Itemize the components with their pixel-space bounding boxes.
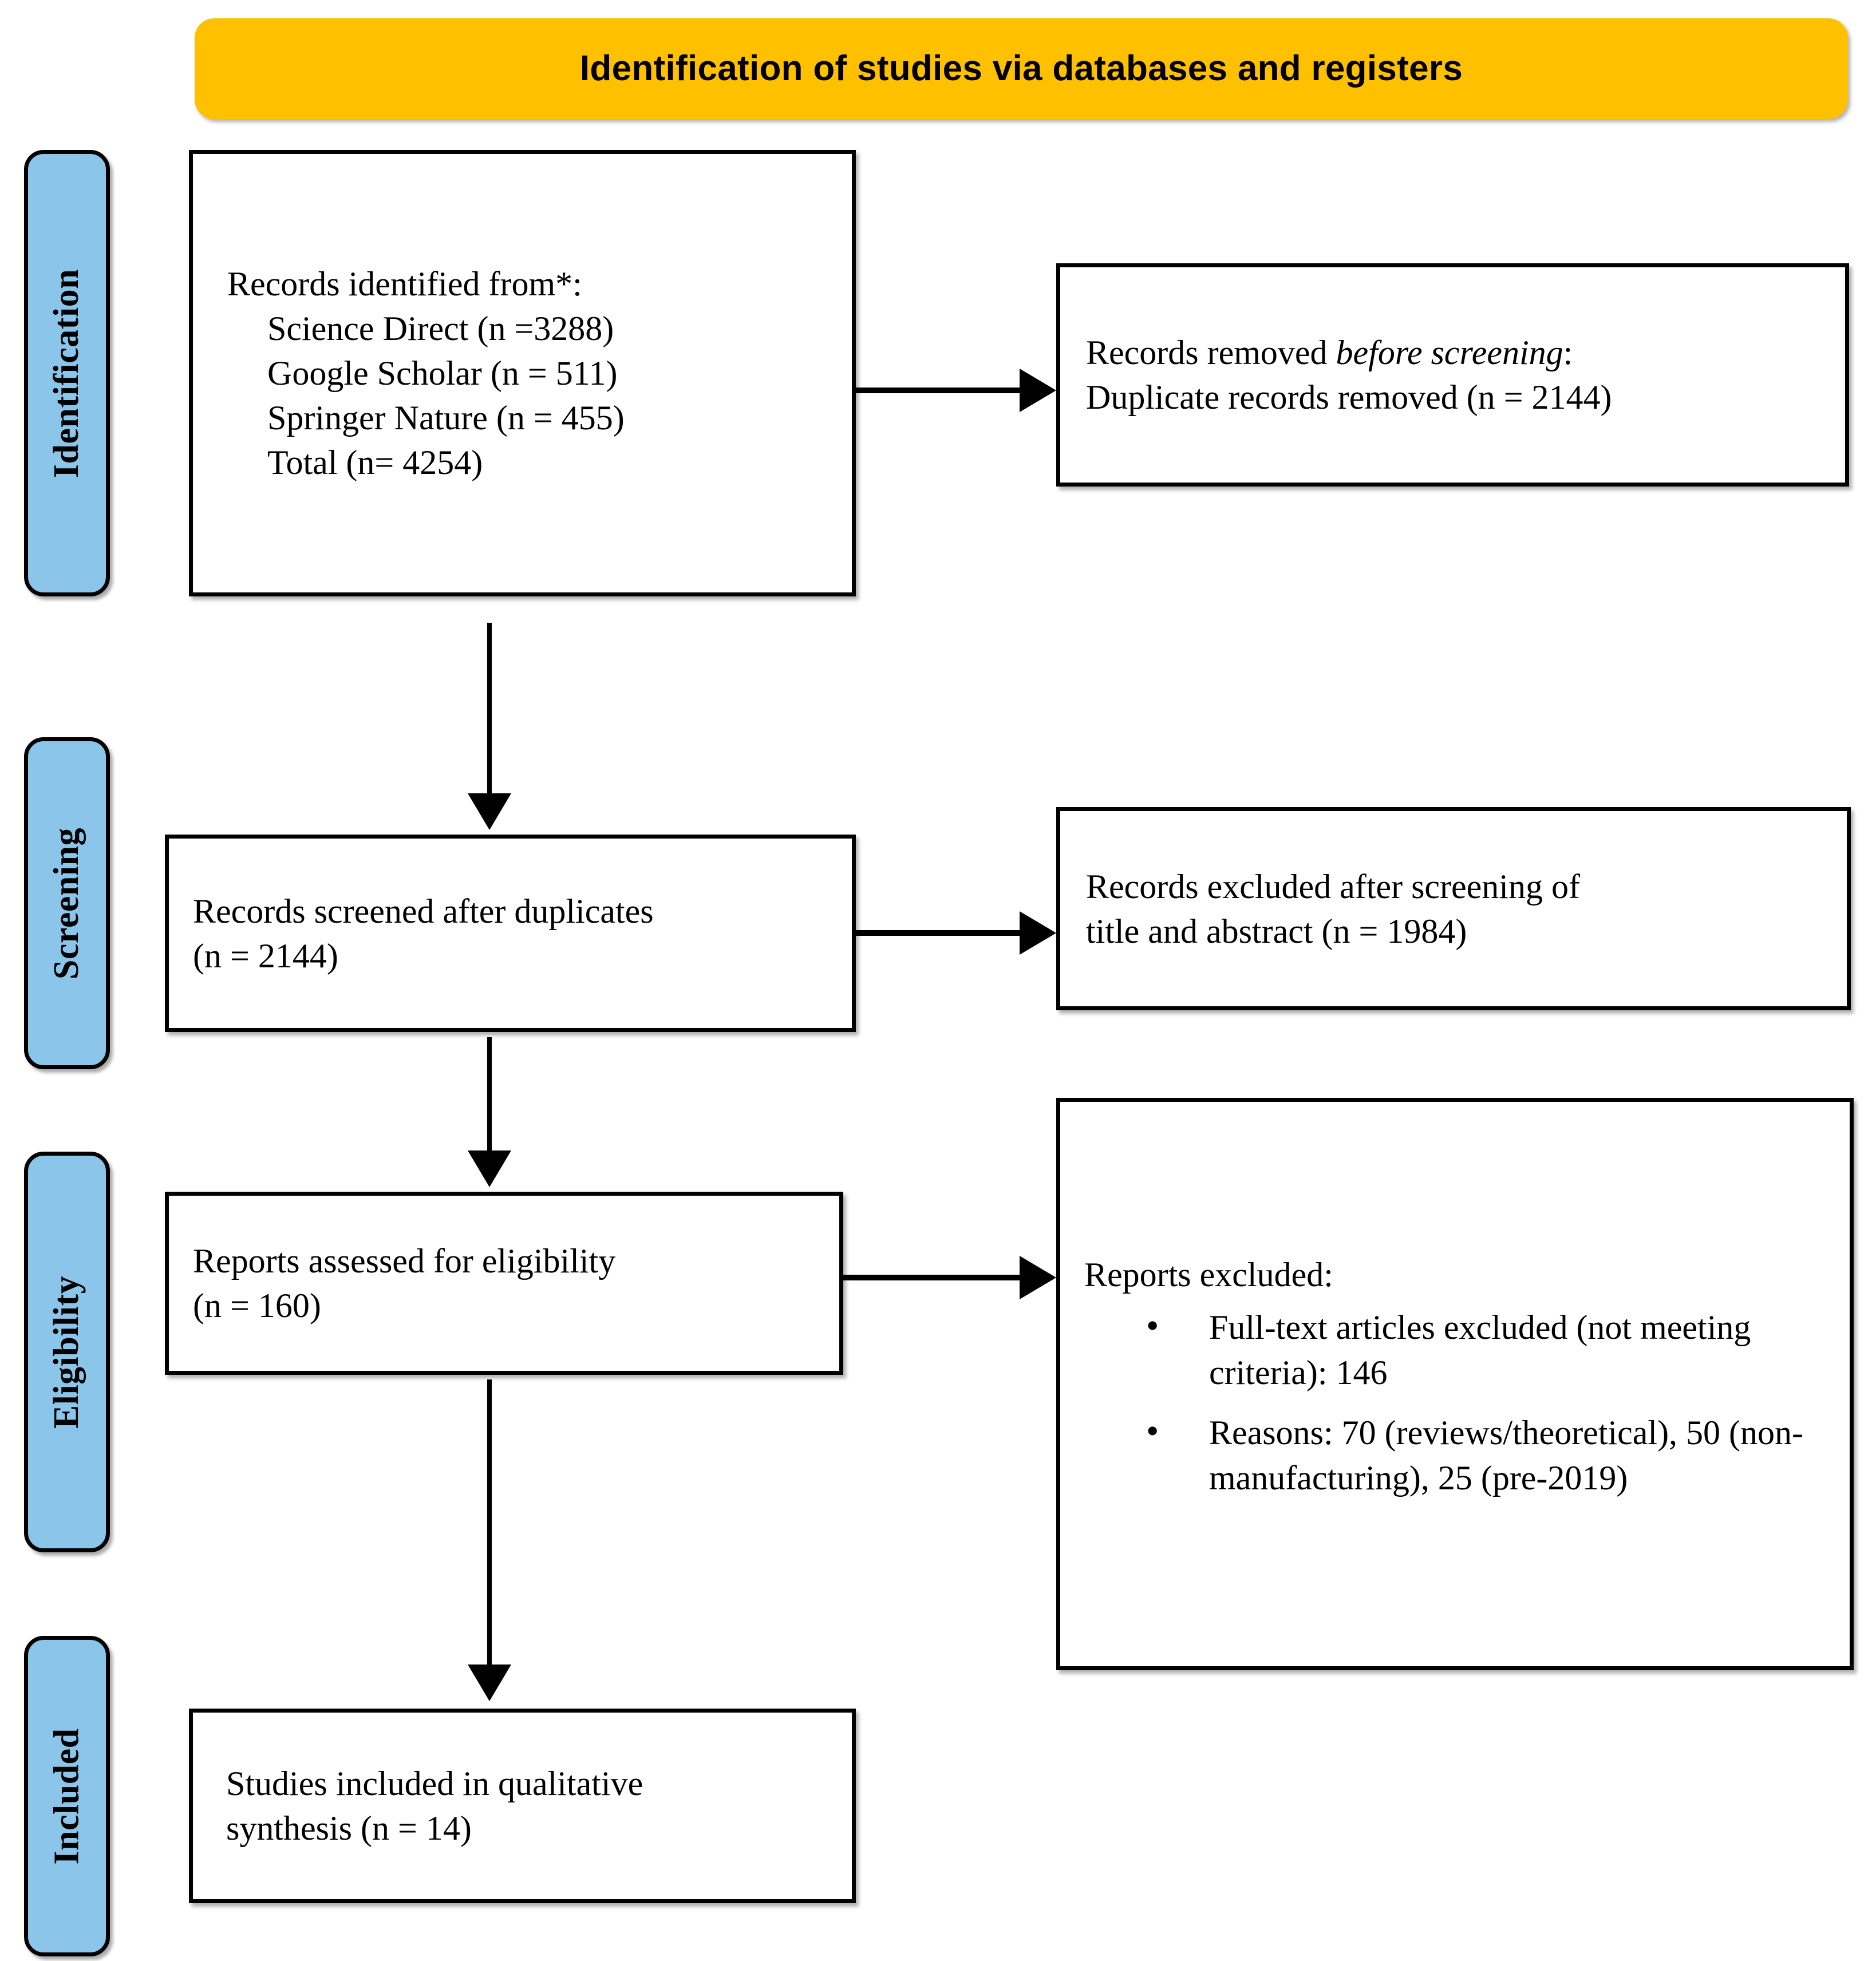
arrow-head — [468, 793, 511, 830]
records-removed-lead: Records removed — [1086, 334, 1336, 371]
box-records-identified: Records identified from*: Science Direct… — [189, 150, 856, 596]
records-identified-source-google-scholar: Google Scholar (n = 511) — [267, 354, 618, 392]
stage-label-screening: Screening — [24, 737, 110, 1069]
box-records-removed: Records removed before screening: Duplic… — [1056, 263, 1849, 487]
records-identified-heading: Records identified from*: — [227, 265, 582, 303]
arrow-head — [1020, 911, 1056, 955]
box-reports-excluded-heading: Reports excluded: — [1084, 1255, 1333, 1294]
reports-assessed-count: (n = 160) — [193, 1287, 321, 1325]
reports-excluded-list: Full-text articles excluded (not meeting… — [1060, 1302, 1850, 1516]
records-excluded-screening-line1: Records excluded after screening of — [1086, 867, 1580, 906]
stage-label-identification: Identification — [24, 150, 110, 596]
box-studies-included-content: Studies included in qualitative synthesi… — [193, 1761, 852, 1851]
diagram-title: Identification of studies via databases … — [579, 48, 1463, 88]
records-removed-emphasis: before screening — [1336, 334, 1563, 371]
arrow-shaft — [843, 1275, 1022, 1280]
records-screened-line1: Records screened after duplicates — [193, 892, 654, 930]
box-records-screened: Records screened after duplicates (n = 2… — [165, 835, 856, 1032]
records-removed-colon: : — [1563, 334, 1573, 371]
box-records-removed-content: Records removed before screening: Duplic… — [1060, 330, 1845, 420]
box-reports-assessed-eligibility: Reports assessed for eligibility (n = 16… — [165, 1192, 843, 1375]
arrow-head — [1020, 1256, 1056, 1299]
list-item: Full-text articles excluded (not meeting… — [1146, 1302, 1827, 1395]
arrow-shaft — [487, 1037, 492, 1152]
records-identified-source-science-direct: Science Direct (n =3288) — [267, 310, 614, 347]
arrow-shaft — [856, 388, 1022, 393]
studies-included-line1: Studies included in qualitative — [226, 1765, 643, 1802]
box-records-excluded-screening: Records excluded after screening of titl… — [1056, 807, 1851, 1010]
box-reports-assessed-eligibility-content: Reports assessed for eligibility (n = 16… — [169, 1239, 839, 1328]
records-excluded-screening-line2: title and abstract (n = 1984) — [1086, 912, 1467, 950]
arrow-head — [468, 1150, 511, 1187]
records-identified-source-springer-nature: Springer Nature (n = 455) — [267, 399, 625, 437]
reports-assessed-line1: Reports assessed for eligibility — [193, 1242, 616, 1280]
box-records-identified-content: Records identified from*: Science Direct… — [193, 262, 852, 485]
arrow-head — [1020, 369, 1056, 412]
box-records-excluded-screening-content: Records excluded after screening of titl… — [1060, 864, 1847, 954]
arrow-shaft — [487, 1379, 492, 1666]
arrow-head — [468, 1665, 511, 1701]
stage-label-eligibility-text: Eligibility — [47, 1275, 86, 1429]
arrow-shaft — [487, 623, 492, 794]
box-studies-included: Studies included in qualitative synthesi… — [189, 1709, 856, 1903]
box-reports-excluded: Reports excluded: Full-text articles exc… — [1056, 1098, 1854, 1670]
stage-label-screening-text: Screening — [47, 827, 86, 979]
stage-label-eligibility: Eligibility — [24, 1152, 110, 1552]
list-item: Reasons: 70 (reviews/theoretical), 50 (n… — [1146, 1407, 1827, 1501]
records-removed-duplicates: Duplicate records removed (n = 2144) — [1086, 378, 1612, 416]
stage-label-included: Included — [24, 1636, 110, 1956]
records-screened-count: (n = 2144) — [193, 936, 338, 975]
records-identified-total: Total (n= 4254) — [267, 444, 483, 481]
studies-included-line2: synthesis (n = 14) — [226, 1809, 472, 1847]
stage-label-identification-text: Identification — [47, 268, 86, 478]
stage-label-included-text: Included — [47, 1727, 86, 1865]
diagram-header-banner: Identification of studies via databases … — [195, 18, 1848, 119]
arrow-shaft — [856, 930, 1022, 936]
box-records-screened-content: Records screened after duplicates (n = 2… — [169, 889, 852, 978]
